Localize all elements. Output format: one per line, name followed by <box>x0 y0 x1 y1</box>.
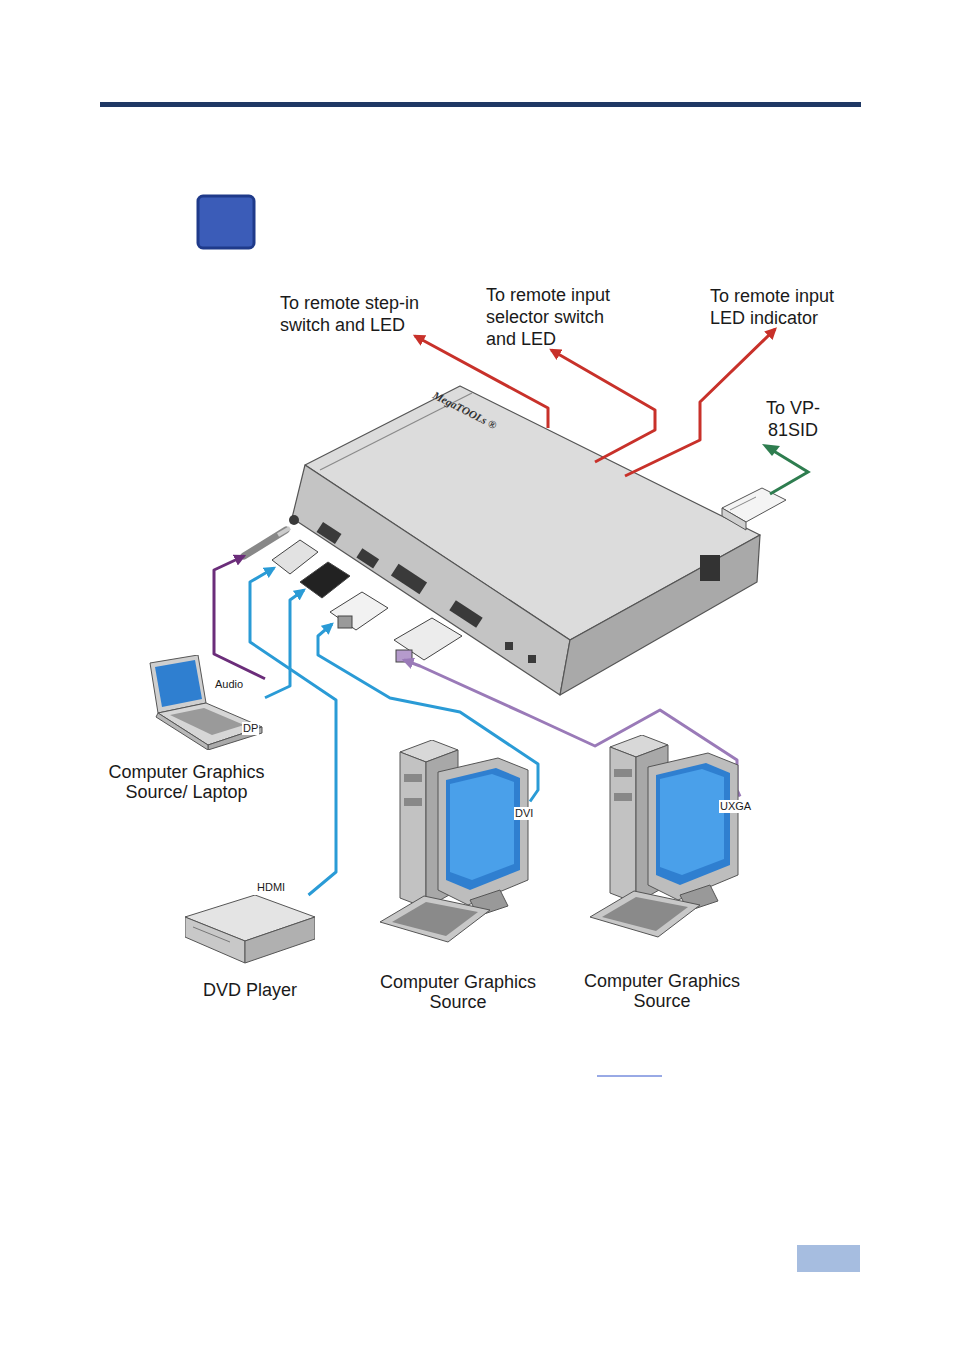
device-picture: DVD Player <box>185 895 315 965</box>
manufacturer-logo <box>700 555 720 581</box>
link-underline <box>597 1076 662 1077</box>
device-caption: Computer Graphics Source <box>568 971 756 1011</box>
cable <box>214 556 265 679</box>
device-body <box>292 386 760 695</box>
scaler-unit: MegaTOOLs ® <box>430 400 500 418</box>
destination-note: To VP-81SID <box>748 397 838 441</box>
device-picture: Computer Graphics Source <box>590 735 740 940</box>
signal-label: Audio <box>214 678 244 691</box>
signal-label: DP <box>242 722 259 735</box>
device-caption: DVD Player <box>175 980 325 1000</box>
source-illustration <box>140 655 265 750</box>
cable <box>265 590 304 698</box>
cable <box>551 350 655 462</box>
destination-text: To remote input LED indicator <box>710 285 855 329</box>
brand-logo: MegaTOOLs ® <box>431 389 499 431</box>
destination-text: To VP-81SID <box>748 397 838 441</box>
control-lead <box>770 450 808 494</box>
signal-label: UXGA <box>719 800 752 813</box>
source-illustration <box>380 740 530 945</box>
cable <box>415 336 548 428</box>
source-illustration <box>590 735 740 940</box>
connector-plugs <box>244 528 462 662</box>
signal-label: DVI <box>514 807 534 820</box>
cable <box>250 568 336 895</box>
device-picture: Computer Graphics Source <box>380 740 530 945</box>
destination-text: To remote step-in switch and LED <box>280 292 430 336</box>
cable <box>318 624 538 802</box>
device-picture: Computer Graphics Source/ Laptop <box>140 655 265 750</box>
rj-connector <box>722 488 786 530</box>
section-icon <box>198 196 254 248</box>
destination-note: To remote step-in switch and LED <box>280 292 430 336</box>
signal-label: HDMI <box>256 881 286 894</box>
header-rule <box>100 102 861 107</box>
cable <box>625 329 775 476</box>
destination-note: To remote input LED indicator <box>710 285 855 329</box>
device-caption: Computer Graphics Source/ Laptop <box>94 762 279 802</box>
source-illustration <box>185 895 315 965</box>
arrowhead <box>762 444 780 456</box>
destination-note: To remote input selector switch and LED <box>486 284 631 350</box>
page-number-box <box>797 1245 860 1272</box>
device-caption: Computer Graphics Source <box>364 972 552 1012</box>
cable <box>404 660 740 797</box>
device-ports <box>289 515 536 663</box>
destination-text: To remote input selector switch and LED <box>486 284 631 350</box>
